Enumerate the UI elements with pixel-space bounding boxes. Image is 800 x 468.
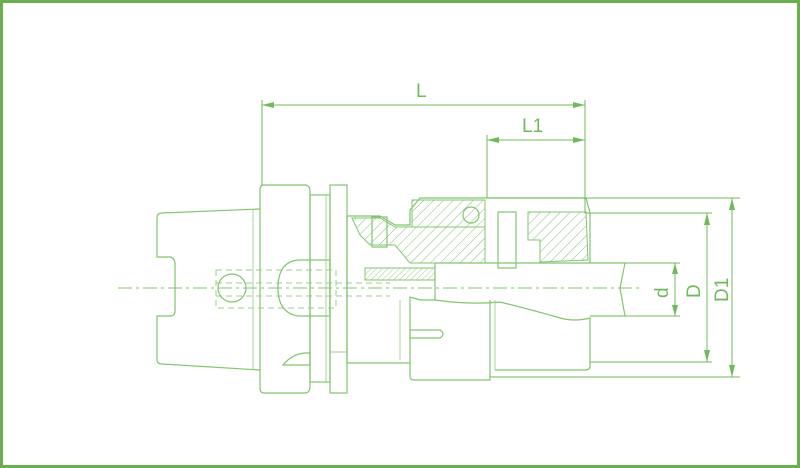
drive-slot [277, 259, 331, 317]
flange-collar [329, 184, 348, 394]
label-d: d [652, 287, 673, 298]
taper-shank [156, 208, 261, 371]
tool-shank [590, 262, 626, 317]
section-hatch-nut-left [411, 199, 486, 228]
set-screw-left [371, 216, 388, 248]
dimension-D: D [585, 212, 712, 363]
ball-bearing [462, 206, 480, 224]
label-L1: L1 [522, 116, 543, 137]
label-D: D [684, 284, 705, 298]
dimension-d: d [625, 262, 680, 317]
section-hatch-nut-right [527, 211, 589, 263]
set-screw-right [497, 211, 517, 269]
dimension-D1: D1 [490, 197, 740, 378]
label-L: L [416, 81, 427, 102]
label-D1: D1 [712, 278, 733, 302]
dimension-L: L [261, 81, 586, 213]
dimension-L1: L1 [486, 116, 585, 198]
section-hatch-collet [364, 267, 436, 281]
coolant-bore-hidden [215, 269, 337, 309]
flange [259, 184, 311, 394]
cross-hole [217, 273, 247, 303]
